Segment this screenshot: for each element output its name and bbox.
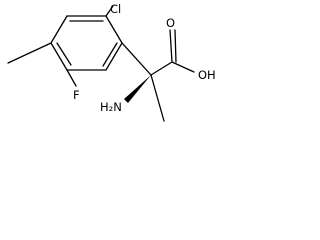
bond-methyl (7, 42, 52, 64)
ring-bond-6 (50, 15, 68, 44)
bond-carbonyl-c-to-o (169, 29, 173, 63)
molecule-svg: Cl F O OH H₂N (7, 2, 216, 122)
ring-bond-3-inner (102, 42, 118, 67)
bond-cl (105, 5, 114, 17)
structure-diagram: Cl F O OH H₂N (0, 0, 234, 144)
amine-label: H₂N (100, 100, 122, 114)
chlorine-label: Cl (110, 2, 121, 16)
hydroxyl-label: OH (198, 68, 216, 82)
bond-carbonyl-c-to-oh (171, 61, 195, 73)
carbonyl-oxygen-label: O (166, 16, 175, 30)
bond-carbonyl-c-to-o-double (174, 29, 177, 63)
ring-bond-5-inner (56, 42, 72, 66)
bond-alpha-to-methyl (150, 74, 165, 122)
benzene-ring (50, 15, 123, 71)
bond-f (66, 69, 77, 87)
bond-ring-to-alpha (121, 42, 152, 76)
fluorine-label: F (73, 88, 80, 102)
ring-bond-3 (105, 42, 123, 71)
ring-bond-5 (50, 42, 68, 71)
bond-alpha-to-carbonyl (150, 61, 173, 76)
wedge-bond-amine (124, 75, 151, 103)
ring-bond-2 (105, 15, 123, 44)
